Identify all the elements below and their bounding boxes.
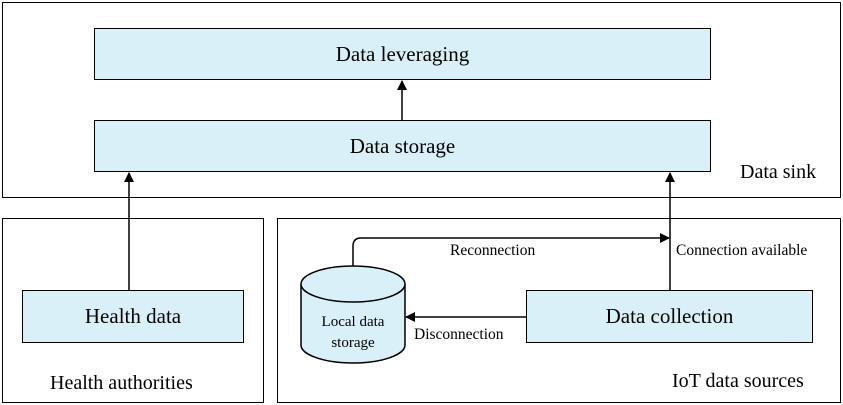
reconnection-arrow — [352, 233, 670, 266]
local-data-storage-label: Local data storage — [321, 314, 385, 351]
data-storage-box: Data storage — [94, 120, 711, 172]
reconnection-label: Reconnection — [450, 242, 536, 259]
connection-available-label: Connection available — [676, 242, 808, 259]
health-authorities-frame — [2, 218, 264, 403]
iot-data-sources-label: IoT data sources — [672, 370, 804, 392]
health-data-label: Health data — [84, 304, 182, 328]
data-sink-label: Data sink — [740, 161, 817, 183]
data-sink-frame — [2, 2, 841, 198]
data-leveraging-label: Data leveraging — [335, 41, 470, 66]
disconnection-label: Disconnection — [414, 326, 504, 343]
health-authorities-label: Health authorities — [50, 372, 193, 394]
local-data-storage-cylinder — [300, 265, 406, 364]
data-leveraging-box: Data leveraging — [94, 28, 711, 80]
health-data-box: Health data — [22, 290, 244, 343]
data-collection-label: Data collection — [605, 304, 734, 328]
data-collection-box: Data collection — [526, 290, 813, 343]
iot-data-sources-frame — [277, 218, 841, 403]
data-storage-label: Data storage — [349, 133, 456, 158]
